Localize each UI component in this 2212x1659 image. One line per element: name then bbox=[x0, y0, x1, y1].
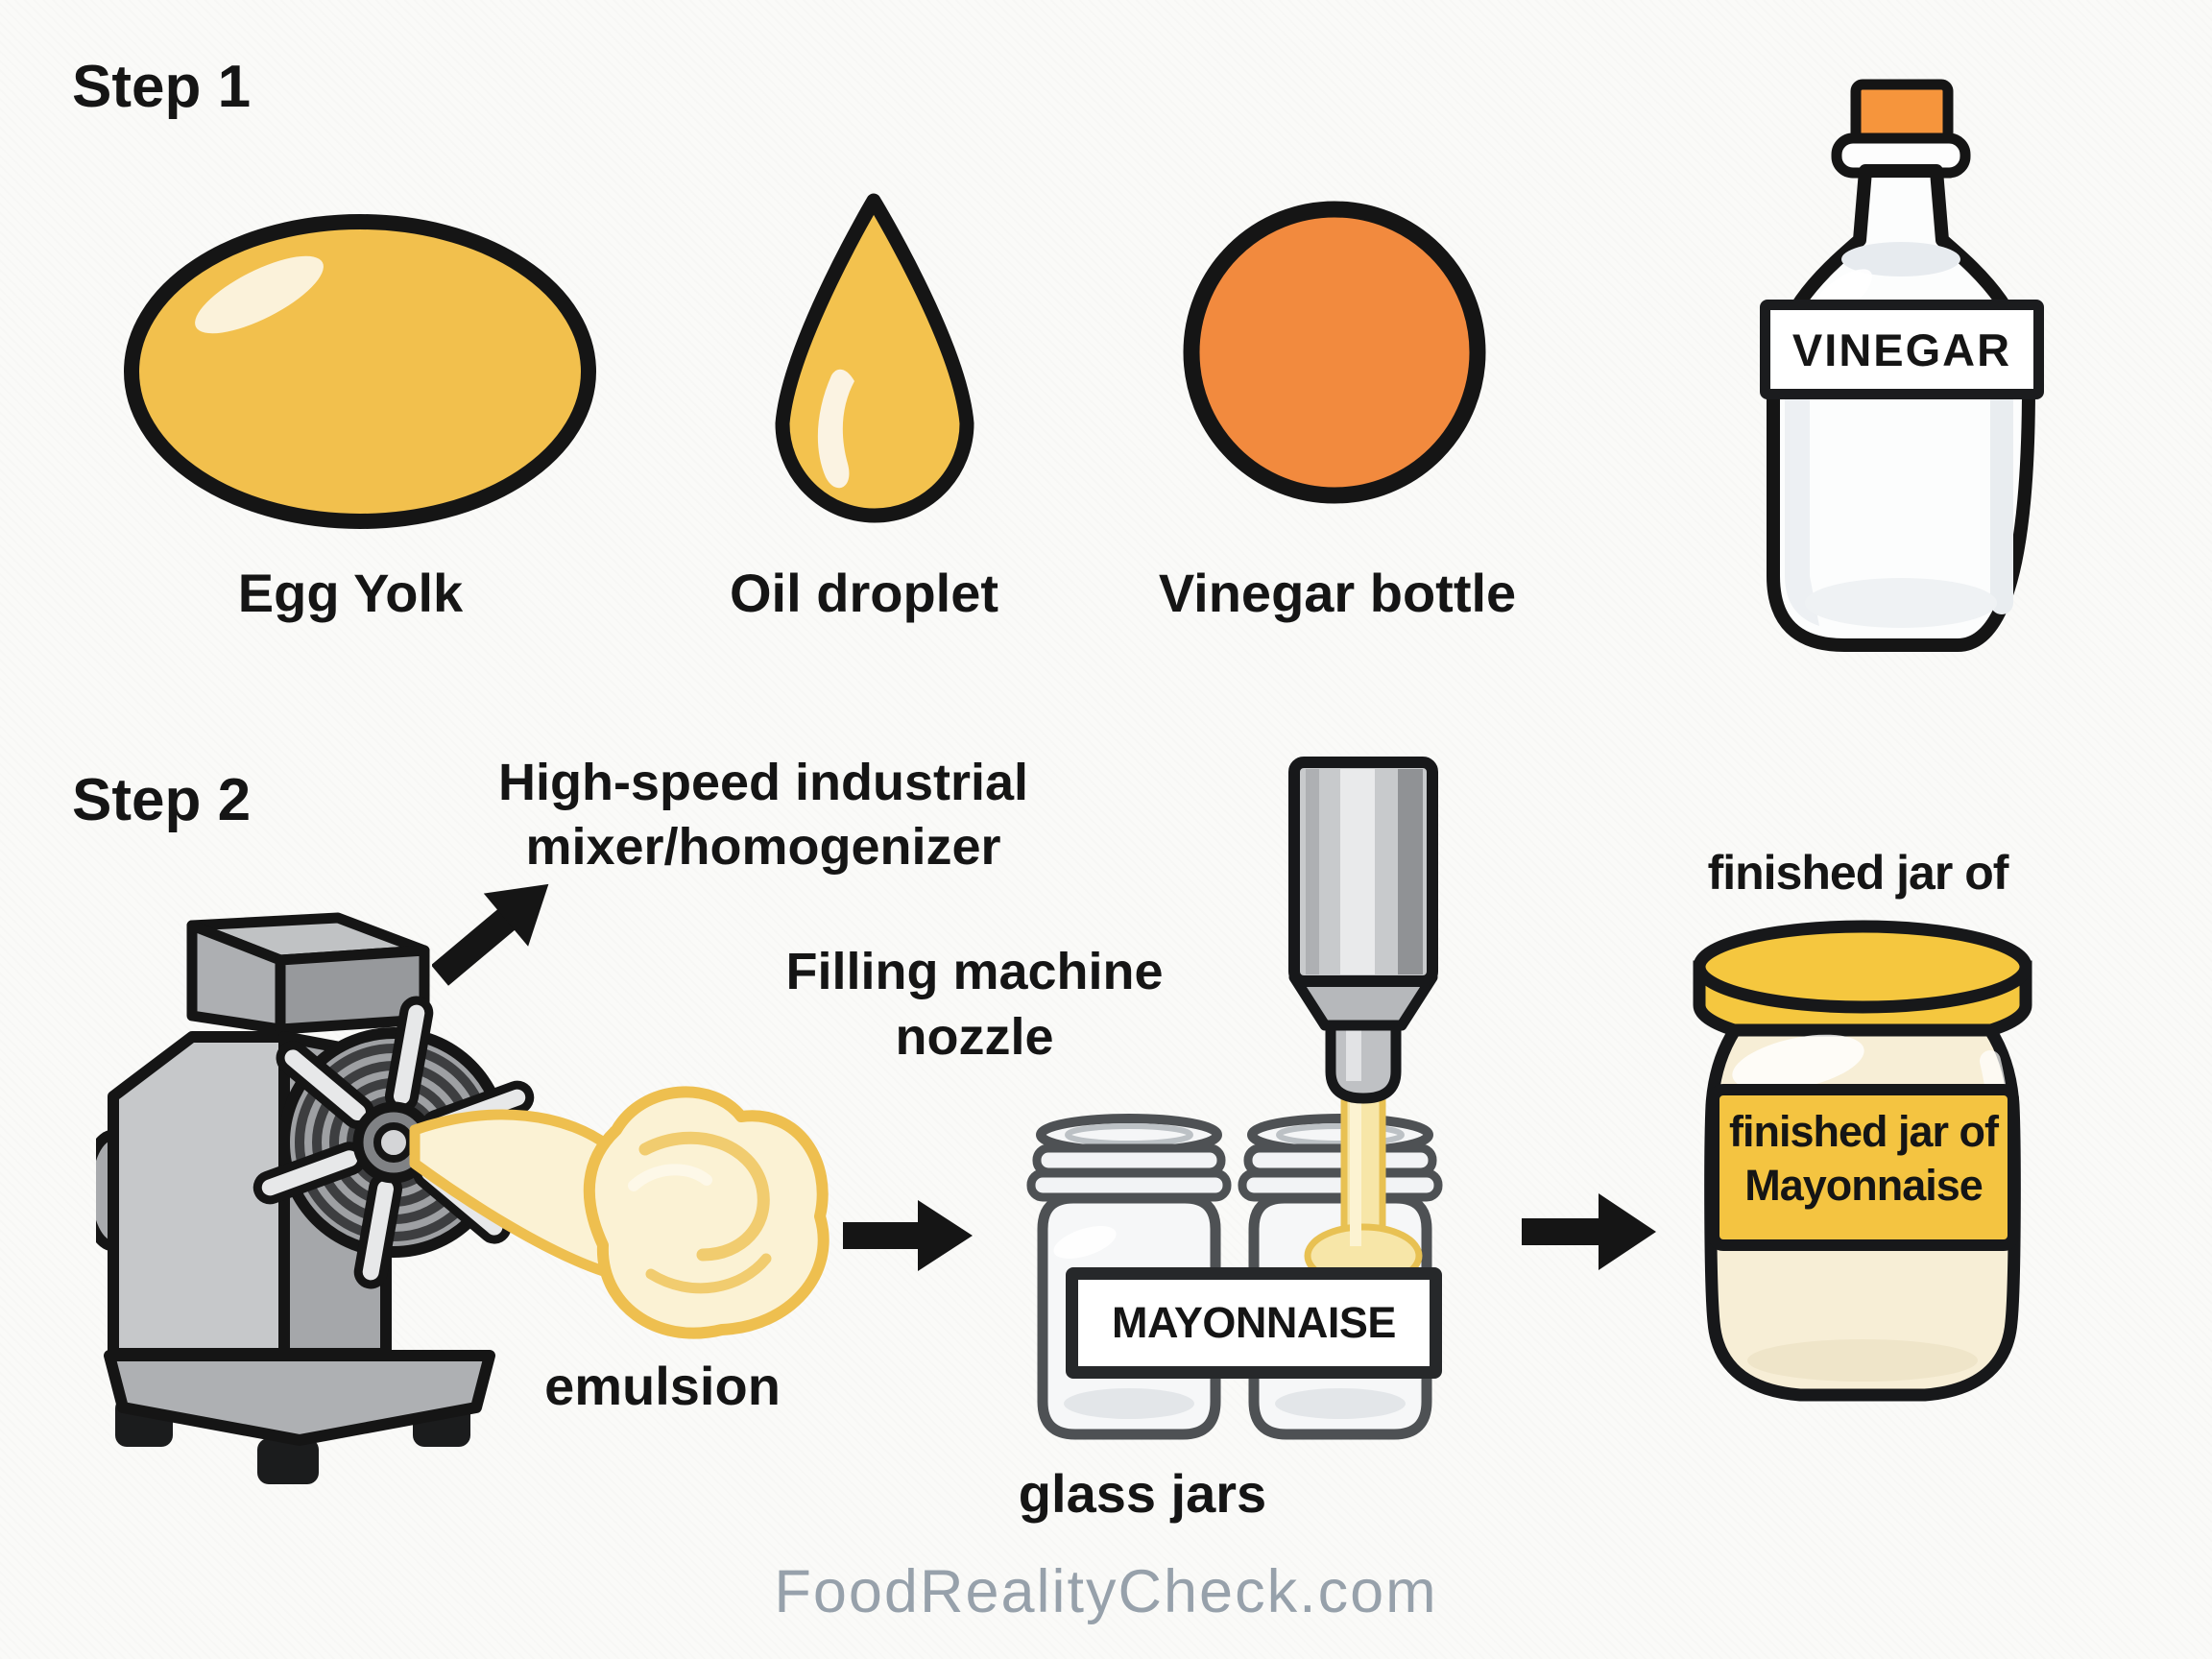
oil-droplet-label: Oil droplet bbox=[730, 563, 998, 623]
mixer-caption: High-speed industrial mixer/homogenizer bbox=[427, 751, 1099, 879]
filling-caption-line2: nozzle bbox=[895, 1008, 1054, 1066]
vinegar-bottle-illustration bbox=[1767, 79, 2035, 652]
footer-site-text: FoodRealityCheck.com bbox=[774, 1558, 1438, 1625]
mixer-caption-line1: High-speed industrial bbox=[497, 754, 1029, 811]
oil-droplet-illustration bbox=[775, 193, 974, 523]
filling-caption-line1: Filling machine bbox=[785, 943, 1164, 1000]
emulsion-label: emulsion bbox=[544, 1356, 781, 1416]
egg-yolk-illustration bbox=[124, 214, 596, 529]
glass-jars-label: glass jars bbox=[1018, 1463, 1267, 1524]
vinegar-bottle-label-band: VINEGAR bbox=[1760, 300, 2044, 399]
vinegar-band-text: VINEGAR bbox=[1791, 324, 2012, 375]
step2-title: Step 2 bbox=[72, 767, 252, 833]
arrow-right-icon bbox=[843, 1200, 973, 1271]
emulsion-illustration bbox=[409, 1086, 830, 1339]
egg-yolk-label: Egg Yolk bbox=[237, 563, 464, 623]
finished-jar-label: finished jar of Mayonnaise bbox=[1714, 1083, 2013, 1235]
finished-jar-label-line2: Mayonnaise bbox=[1744, 1161, 1984, 1210]
vinegar-circle-illustration bbox=[1183, 201, 1486, 504]
mixer-caption-line2: mixer/homogenizer bbox=[525, 818, 1001, 876]
arrow-up-right-icon bbox=[432, 883, 549, 986]
step1-title: Step 1 bbox=[72, 54, 252, 120]
finished-jar-caption: finished jar of bbox=[1707, 846, 2009, 900]
filling-nozzle-illustration bbox=[1288, 757, 1438, 1288]
finished-jar-illustration bbox=[1693, 920, 2032, 1402]
vinegar-bottle-label: Vinegar bottle bbox=[1158, 563, 1517, 623]
mayonnaise-band-text: MAYONNAISE bbox=[1112, 1298, 1396, 1347]
mayonnaise-label-band: MAYONNAISE bbox=[1066, 1267, 1442, 1379]
filling-caption: Filling machine nozzle bbox=[782, 939, 1166, 1070]
finished-jar-label-line1: finished jar of bbox=[1728, 1107, 1999, 1156]
arrow-right-icon bbox=[1522, 1193, 1656, 1270]
